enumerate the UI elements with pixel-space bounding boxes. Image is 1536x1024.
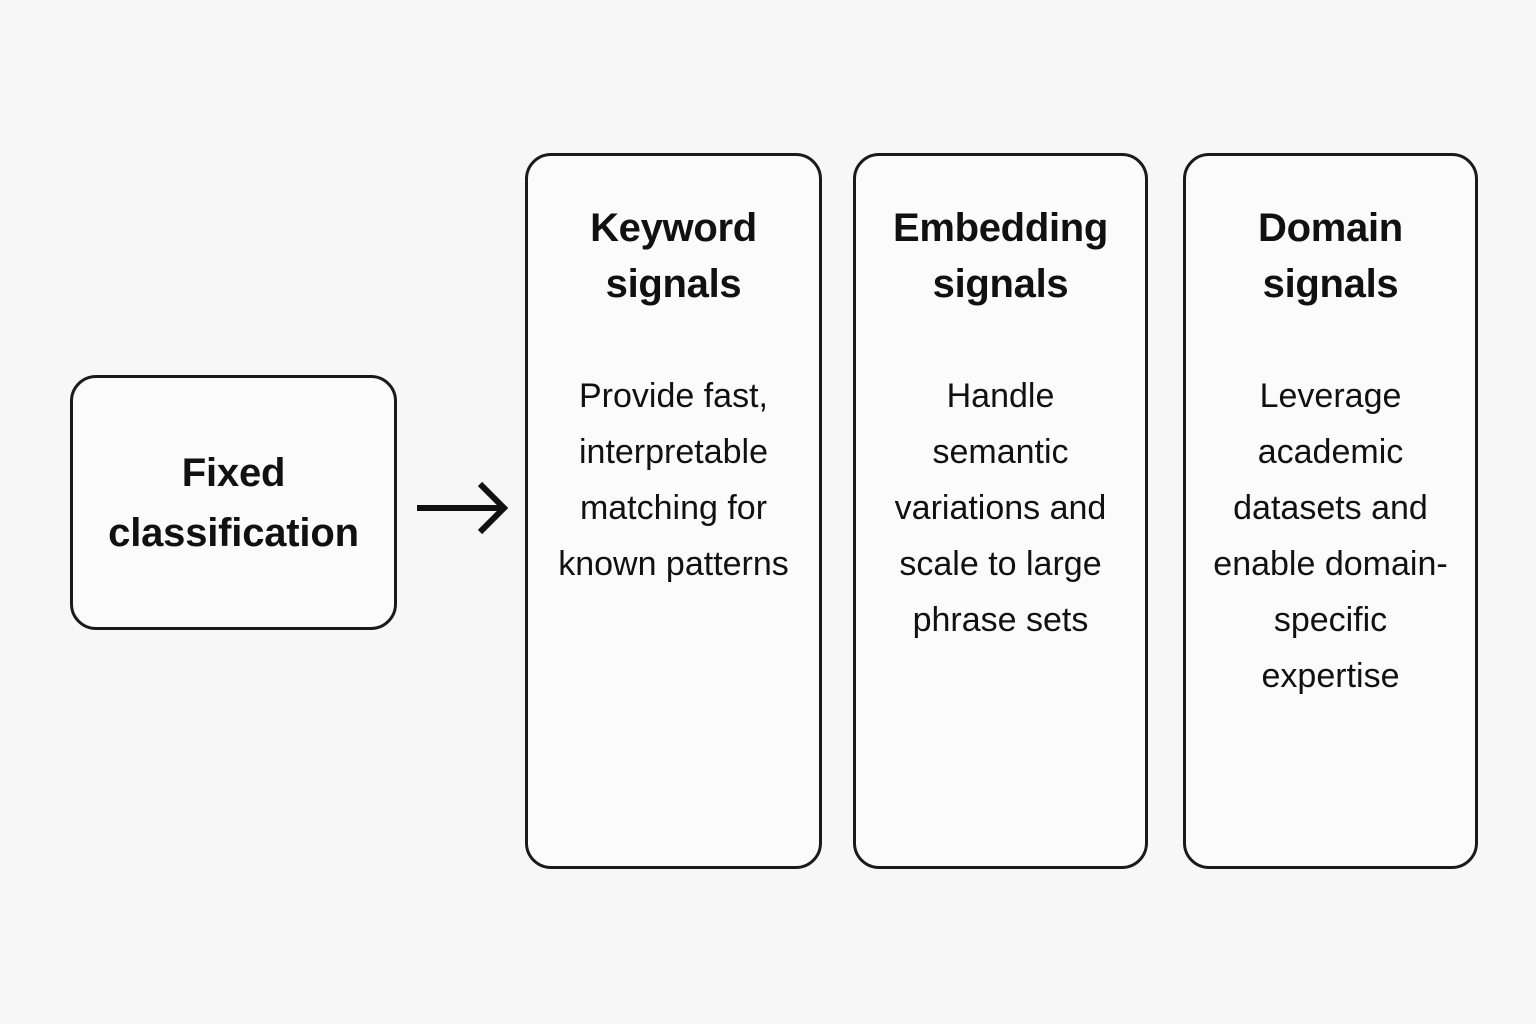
card-embedding-signals-body: Handle semantic variations and scale to … [894, 377, 1107, 639]
card-domain-signals-body: Leverage academic datasets and enable do… [1213, 377, 1448, 695]
card-keyword-signals[interactable]: Keyword signals Provide fast, interpreta… [525, 153, 822, 869]
node-fixed-classification[interactable]: Fixed classification [70, 375, 397, 630]
card-keyword-signals-title: Keyword signals [590, 206, 757, 306]
node-fixed-classification-label: Fixed classification [108, 450, 359, 555]
card-domain-signals-title: Domain signals [1258, 206, 1403, 306]
card-keyword-signals-body: Provide fast, interpretable matching for… [558, 377, 789, 583]
card-embedding-signals-title: Embedding signals [892, 206, 1109, 306]
card-domain-signals[interactable]: Domain signals Leverage academic dataset… [1183, 153, 1478, 869]
arrow-right-icon [410, 470, 520, 550]
card-embedding-signals[interactable]: Embedding signals Handle semantic variat… [853, 153, 1148, 869]
